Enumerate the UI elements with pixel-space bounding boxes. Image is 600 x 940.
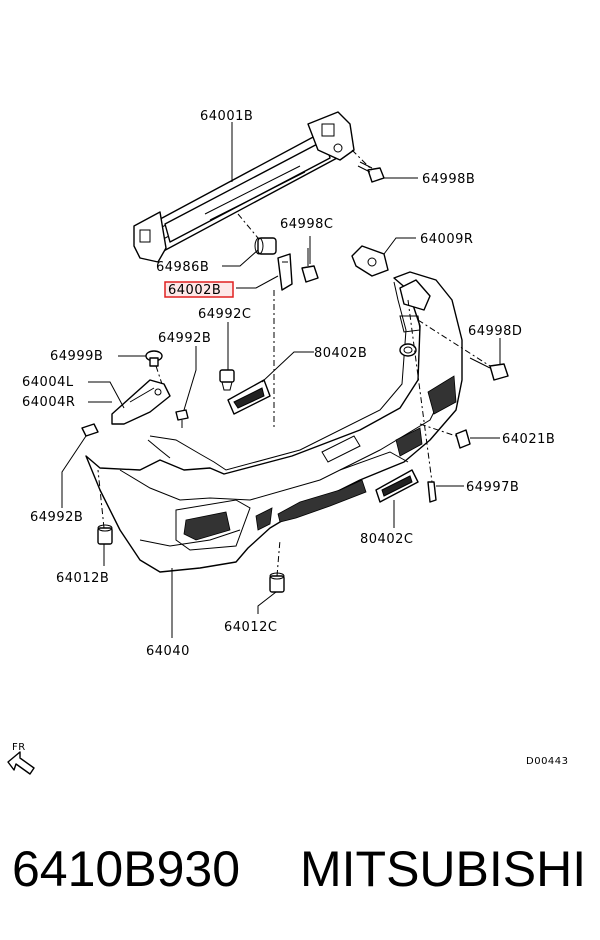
bolt-64998C[interactable] [301, 248, 319, 283]
callout-64012C: 64012C [224, 620, 277, 635]
direction-label: FR [12, 742, 26, 753]
reflector-80402C[interactable] [375, 469, 419, 503]
callout-80402C: 80402C [360, 532, 413, 547]
bolt-64998B[interactable] [357, 161, 385, 183]
front-arrow-icon [7, 751, 35, 775]
callout-64998C: 64998C [280, 217, 333, 232]
bolt-64998D[interactable] [469, 357, 509, 381]
screw-64992B-bottom[interactable] [81, 423, 99, 437]
highlight-box-64002B [164, 281, 234, 298]
bracket-64002B[interactable] [277, 253, 293, 291]
clip-64999B[interactable] [145, 350, 163, 367]
callout-64040: 64040 [146, 644, 190, 659]
callout-80402B: 80402B [314, 346, 367, 361]
callout-64997B: 64997B [466, 480, 519, 495]
rod-64997B[interactable] [427, 481, 437, 503]
bumper-face[interactable] [85, 271, 463, 573]
callout-64986B: 64986B [156, 260, 209, 275]
screw-64992B-top[interactable] [175, 409, 189, 428]
reinforcement-bar[interactable] [133, 111, 355, 263]
reflector-80402B[interactable] [227, 379, 271, 415]
callout-64004L: 64004L [22, 375, 74, 390]
part-number: 6410B930 [12, 841, 240, 897]
side-bracket-64004[interactable] [111, 379, 171, 425]
callout-64001B: 64001B [200, 109, 253, 124]
callout-64021B: 64021B [502, 432, 555, 447]
brand-name: MITSUBISHI [300, 841, 586, 897]
callout-64998D: 64998D [468, 324, 522, 339]
clip-64012B[interactable] [97, 524, 113, 545]
callout-64999B: 64999B [50, 349, 103, 364]
stopper-64986B[interactable] [254, 237, 277, 255]
diagram-code: D00443 [526, 756, 569, 767]
callout-64992C: 64992C [198, 307, 251, 322]
callout-64004R: 64004R [22, 395, 75, 410]
callout-64992B-bottom: 64992B [30, 510, 83, 525]
callout-64012B: 64012B [56, 571, 109, 586]
callout-64992B-top: 64992B [158, 331, 211, 346]
nut-64021B[interactable] [455, 429, 471, 449]
callout-64002B[interactable]: 64002B [168, 283, 221, 298]
callout-64998B: 64998B [422, 172, 475, 187]
clip-64992C[interactable] [219, 369, 235, 391]
callout-64009R: 64009R [420, 232, 473, 247]
bracket-64009R[interactable] [351, 245, 389, 277]
